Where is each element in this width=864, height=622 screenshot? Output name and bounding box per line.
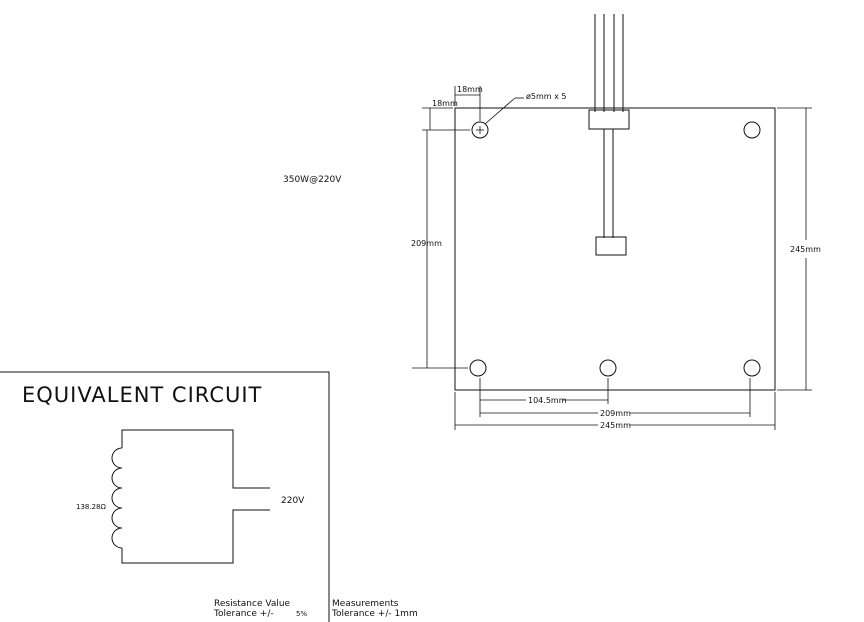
cable-clamp [588, 109, 630, 130]
mounting-hole [469, 359, 487, 377]
dim-hole-half: 104.5mm [528, 396, 567, 405]
resistance-tolerance-line1: Resistance Value [214, 599, 291, 609]
equivalent-circuit-panel: EQUIVALENT CIRCUIT 138.28Ω 220V Resistan… [0, 371, 330, 622]
dim-hole-horizontal: 209mm [600, 409, 631, 418]
heater-plate: ø5mm x 5 18mm 18mm 209mm 245mm 104.5mm [411, 14, 821, 430]
resistor-coil [111, 447, 123, 549]
resistance-value: 138.28Ω [76, 503, 106, 511]
mounting-hole [743, 359, 761, 377]
dim-left-offset: 18mm [432, 99, 458, 108]
rating-label: 350W@220V [283, 175, 342, 185]
resistance-tolerance-value: 5% [296, 610, 307, 618]
dim-width: 245mm [600, 421, 631, 430]
resistance-tolerance-line2: Tolerance +/- [213, 609, 274, 619]
plate-outline [454, 107, 776, 391]
lead-wires [594, 14, 624, 112]
mounting-hole [599, 359, 617, 377]
measurement-tolerance-line2: Tolerance +/- 1mm [331, 609, 418, 619]
hole-note: ø5mm x 5 [526, 92, 566, 101]
dim-top-offset: 18mm [457, 85, 483, 94]
voltage-label: 220V [281, 496, 305, 506]
measurement-tolerance-line1: Measurements [332, 599, 399, 609]
mounting-hole [471, 121, 489, 139]
circuit-title: EQUIVALENT CIRCUIT [22, 383, 262, 407]
dim-height: 245mm [790, 245, 821, 254]
terminal-block [595, 236, 627, 256]
dim-hole-vertical: 209mm [411, 239, 442, 248]
mounting-hole [743, 121, 761, 139]
